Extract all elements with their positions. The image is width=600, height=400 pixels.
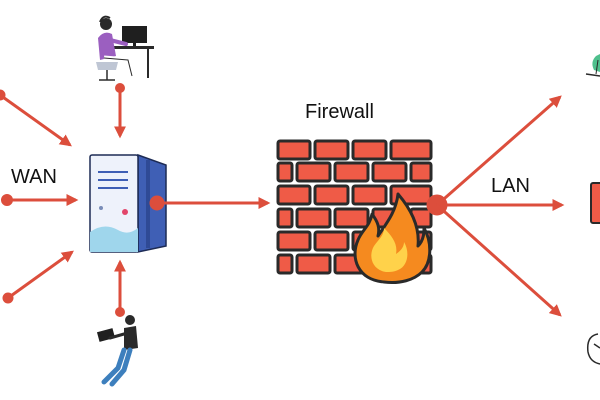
user-arrows — [114, 83, 126, 317]
wan-label: WAN — [11, 166, 57, 188]
server-icon — [89, 153, 167, 253]
wan-arrow-top — [0, 93, 72, 147]
flame-icon — [353, 192, 432, 284]
wan-arrow-bottom — [7, 250, 74, 300]
firewall-label: Firewall — [305, 101, 374, 123]
person-with-laptop-icon — [96, 315, 138, 387]
lan-bottom-person-icon — [586, 333, 600, 365]
person-at-desk-icon — [96, 15, 154, 81]
server-to-firewall-arrow — [149, 195, 271, 211]
lan-arrows — [426, 95, 565, 317]
lan-top-person-icon — [585, 54, 600, 77]
lan-label: LAN — [491, 175, 530, 197]
lan-printer-icon — [590, 182, 600, 224]
wan-arrows — [0, 89, 79, 304]
lan-arrow-top — [436, 95, 562, 207]
lan-arrow-bottom — [436, 203, 562, 317]
